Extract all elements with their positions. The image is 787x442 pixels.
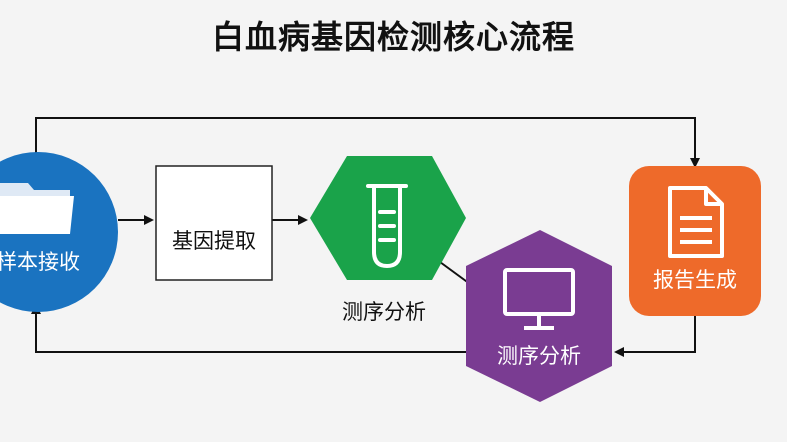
seq2-label: 测序分析 xyxy=(497,344,581,368)
arrow-report-to-seq2 xyxy=(614,316,696,357)
seq1-hexagon xyxy=(310,156,466,280)
report-label: 报告生成 xyxy=(653,268,737,292)
diagram-title: 白血病基因检测核心流程 xyxy=(211,18,575,56)
extract-label: 基因提取 xyxy=(172,229,256,253)
seq1-label: 测序分析 xyxy=(342,300,426,324)
connectors xyxy=(31,117,700,357)
monitor-icon xyxy=(503,268,575,330)
extract-box xyxy=(155,165,273,281)
test-tube-icon xyxy=(366,184,408,269)
link-seq1-to-seq2 xyxy=(439,261,471,285)
node-extract: 基因提取 xyxy=(155,165,273,281)
document-icon xyxy=(668,186,724,258)
sample-label: 样本接收 xyxy=(0,250,80,274)
node-seq2: 测序分析 xyxy=(466,230,612,402)
arrow-top-loop-to-report xyxy=(35,117,700,168)
arrow-bottom-loop-to-sample xyxy=(31,304,466,353)
node-seq1: 测序分析 xyxy=(310,156,466,324)
node-sample: 样本接收 xyxy=(0,152,118,312)
node-report: 报告生成 xyxy=(629,166,761,316)
folder-icon xyxy=(0,183,74,234)
